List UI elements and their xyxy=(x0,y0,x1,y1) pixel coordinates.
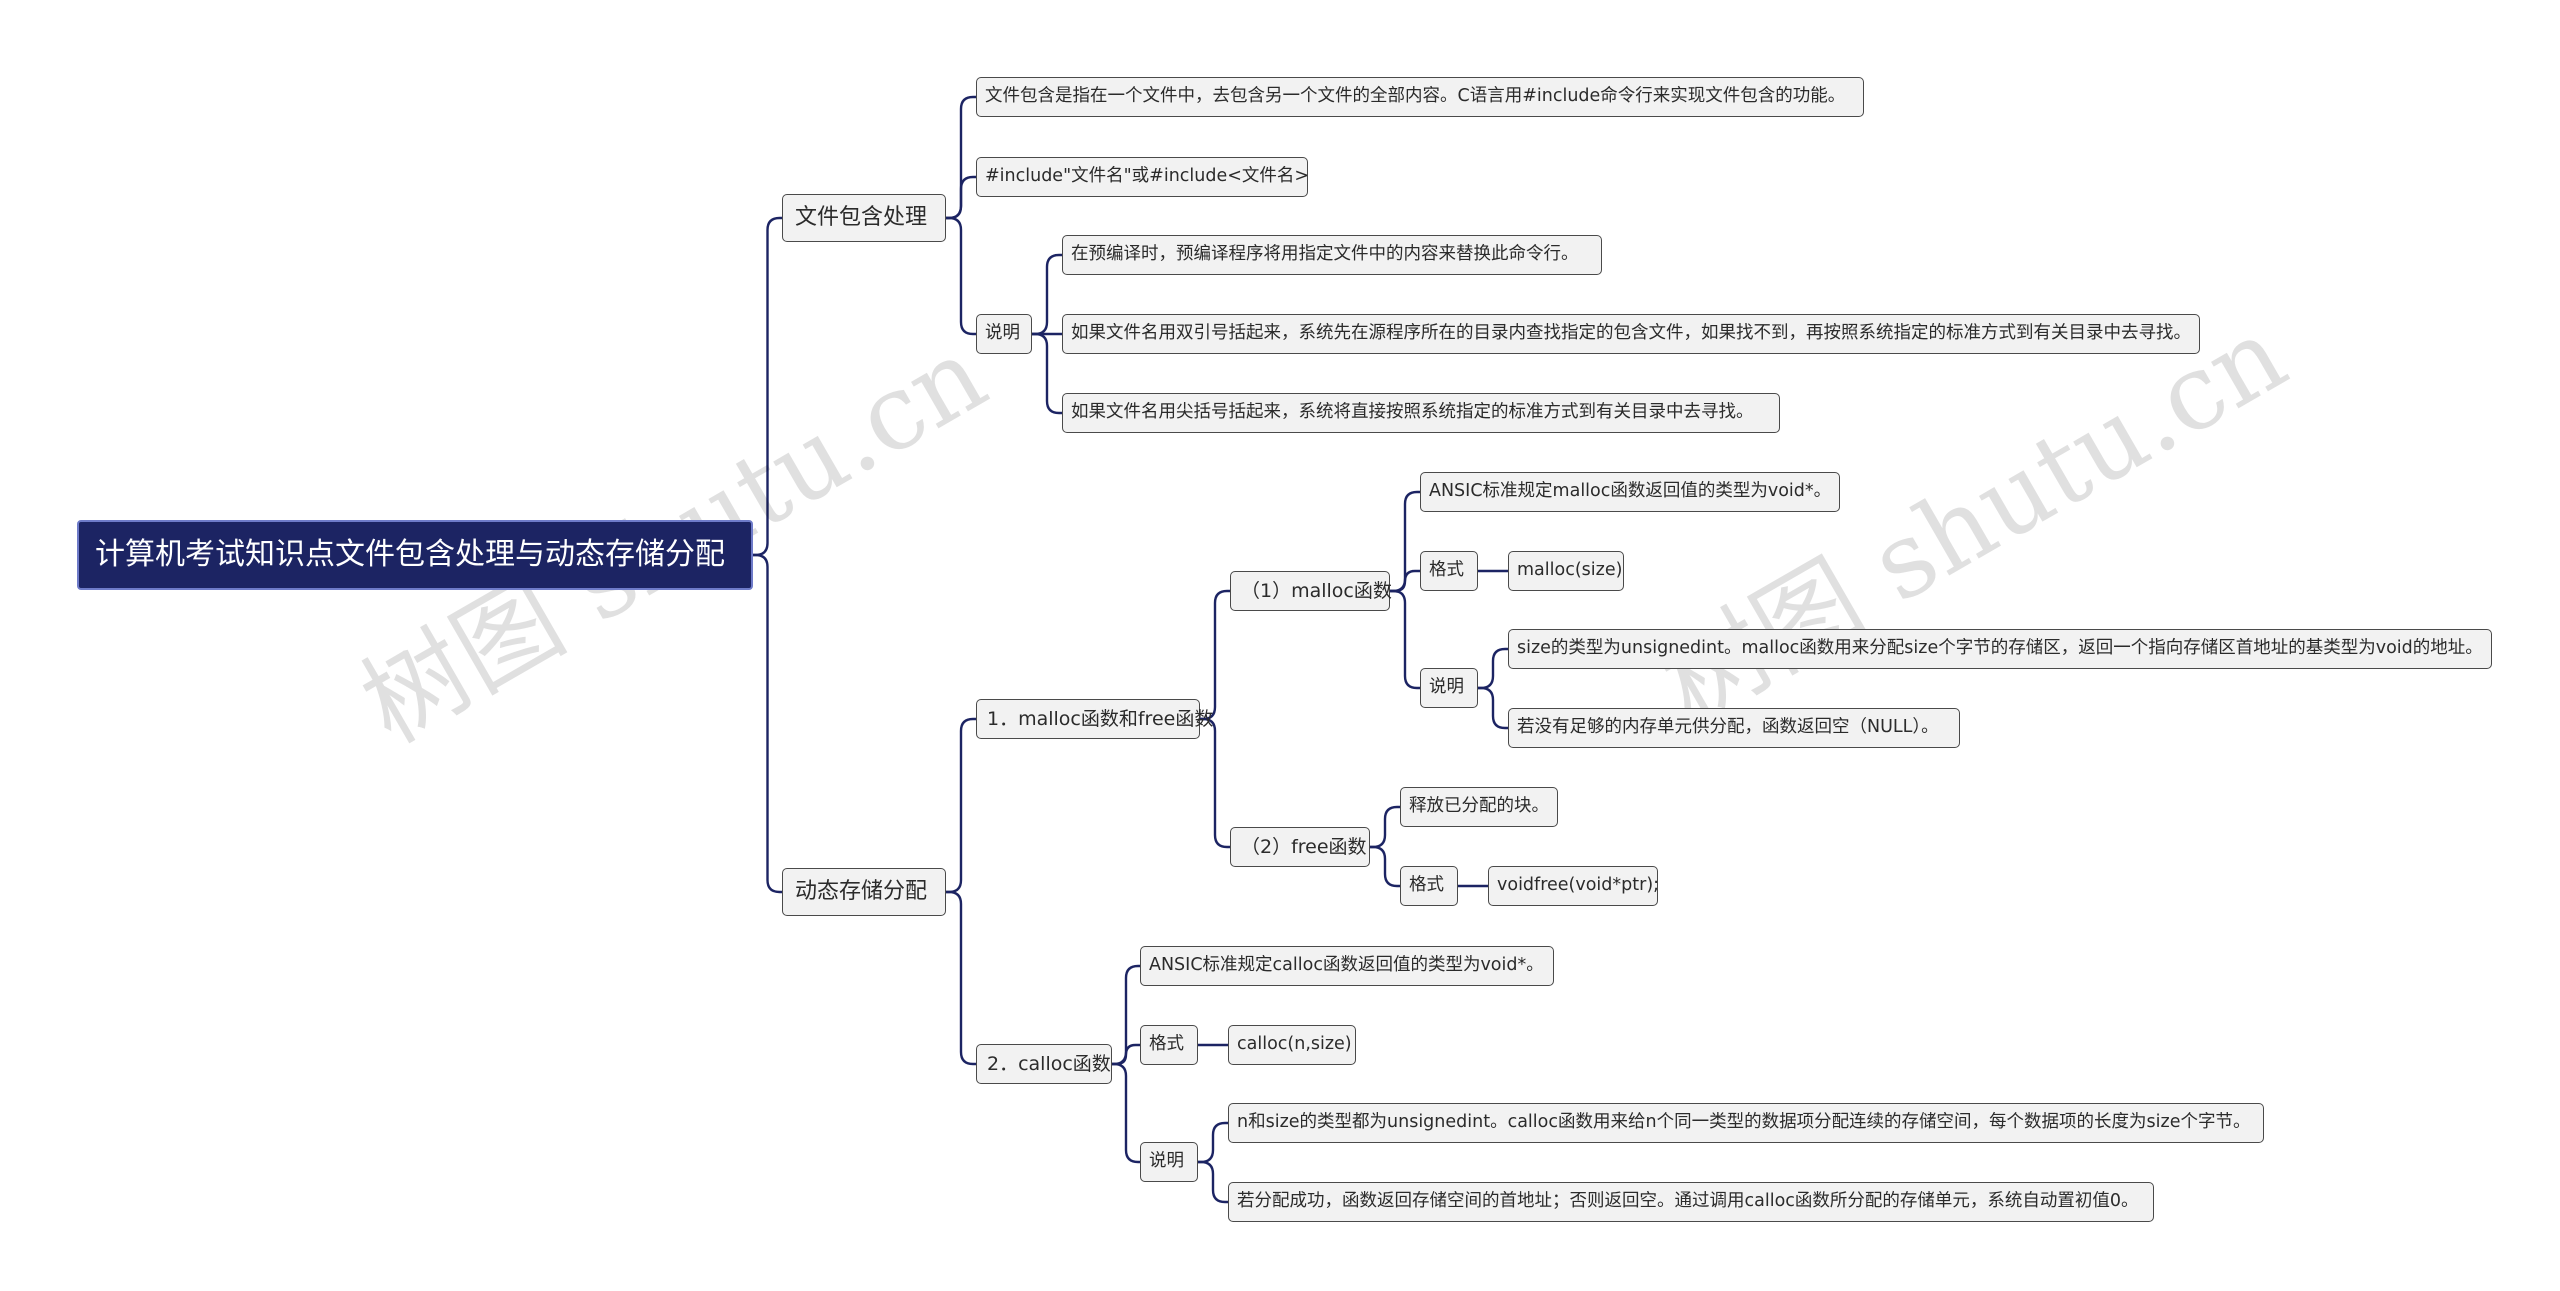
free-format-label[interactable]: 格式 xyxy=(1400,866,1458,906)
connector-fi-to-fi-note xyxy=(946,216,976,336)
calloc-note-2[interactable]: 若分配成功，函数返回存储空间的首地址；否则返回空。通过调用calloc函数所分配… xyxy=(1228,1182,2154,1222)
connector-fi-note-to-fi-n0 xyxy=(1032,253,1062,336)
connector-da-to-mf xyxy=(946,717,976,894)
connector-root-to-fi xyxy=(753,216,782,557)
connector-fr-to-fr-fmt xyxy=(1370,845,1400,888)
free-topic[interactable]: （2）free函数 xyxy=(1230,827,1370,867)
connector-ma-note-to-ma-n0 xyxy=(1478,647,1508,690)
calloc-standard[interactable]: ANSIC标准规定calloc函数返回值的类型为void*。 xyxy=(1140,946,1554,986)
connector-ma-to-ma-note xyxy=(1390,589,1420,690)
calloc-note-label[interactable]: 说明 xyxy=(1140,1142,1198,1182)
calloc-note-1[interactable]: n和size的类型都为unsignedint。calloc函数用来给n个同一类型… xyxy=(1228,1103,2264,1143)
malloc-note-2[interactable]: 若没有足够的内存单元供分配，函数返回空（NULL）。 xyxy=(1508,708,1960,748)
malloc-note-1[interactable]: size的类型为unsignedint。malloc函数用来分配size个字节的… xyxy=(1508,629,2492,669)
calloc-topic[interactable]: 2．calloc函数 xyxy=(976,1044,1112,1084)
connector-ca-note-to-ca-n1 xyxy=(1198,1160,1228,1204)
file-include-note-3[interactable]: 如果文件名用尖括号括起来，系统将直接按照系统指定的标准方式到有关目录中去寻找。 xyxy=(1062,393,1780,433)
connector-ca-to-ca-note xyxy=(1112,1062,1140,1164)
calloc-format-label[interactable]: 格式 xyxy=(1140,1025,1198,1065)
connector-ca-note-to-ca-n0 xyxy=(1198,1121,1228,1164)
connector-ma-note-to-ma-n1 xyxy=(1478,686,1508,730)
malloc-format-label[interactable]: 格式 xyxy=(1420,551,1478,591)
connector-mf-to-ma xyxy=(1200,589,1230,721)
malloc-note-label[interactable]: 说明 xyxy=(1420,668,1478,708)
file-include-note-1[interactable]: 在预编译时，预编译程序将用指定文件中的内容来替换此命令行。 xyxy=(1062,235,1602,275)
connector-fi-note-to-fi-n2 xyxy=(1032,332,1062,415)
connector-fr-to-fr-desc xyxy=(1370,805,1400,849)
malloc-free-topic[interactable]: 1．malloc函数和free函数 xyxy=(976,699,1213,739)
malloc-standard[interactable]: ANSIC标准规定malloc函数返回值的类型为void*。 xyxy=(1420,472,1840,512)
connector-fi-to-fi-syn xyxy=(946,175,976,220)
file-include-definition[interactable]: 文件包含是指在一个文件中，去包含另一个文件的全部内容。C语言用#include命… xyxy=(976,77,1864,117)
connector-root-to-da xyxy=(753,553,782,894)
file-include-syntax[interactable]: #include"文件名"或#include<文件名> xyxy=(976,157,1309,197)
connector-mf-to-fr xyxy=(1200,717,1230,849)
free-description[interactable]: 释放已分配的块。 xyxy=(1400,787,1558,827)
topic-dynamic-alloc[interactable]: 动态存储分配 xyxy=(782,868,946,916)
file-include-note-2[interactable]: 如果文件名用双引号括起来，系统先在源程序所在的目录内查找指定的包含文件，如果找不… xyxy=(1062,314,2200,354)
calloc-format-value[interactable]: calloc(n,size) xyxy=(1228,1025,1356,1065)
topic-file-include[interactable]: 文件包含处理 xyxy=(782,194,946,242)
malloc-topic[interactable]: （1）malloc函数 xyxy=(1230,571,1392,611)
free-format-value[interactable]: voidfree(void*ptr); xyxy=(1488,866,1659,906)
connector-ca-to-ca-fmt xyxy=(1112,1043,1140,1066)
malloc-format-value[interactable]: malloc(size) xyxy=(1508,551,1624,591)
connector-da-to-ca xyxy=(946,890,976,1066)
connector-ma-to-ma-fmt xyxy=(1390,569,1420,593)
root-topic[interactable]: 计算机考试知识点文件包含处理与动态存储分配 xyxy=(77,520,753,590)
file-include-note-label[interactable]: 说明 xyxy=(976,314,1032,354)
